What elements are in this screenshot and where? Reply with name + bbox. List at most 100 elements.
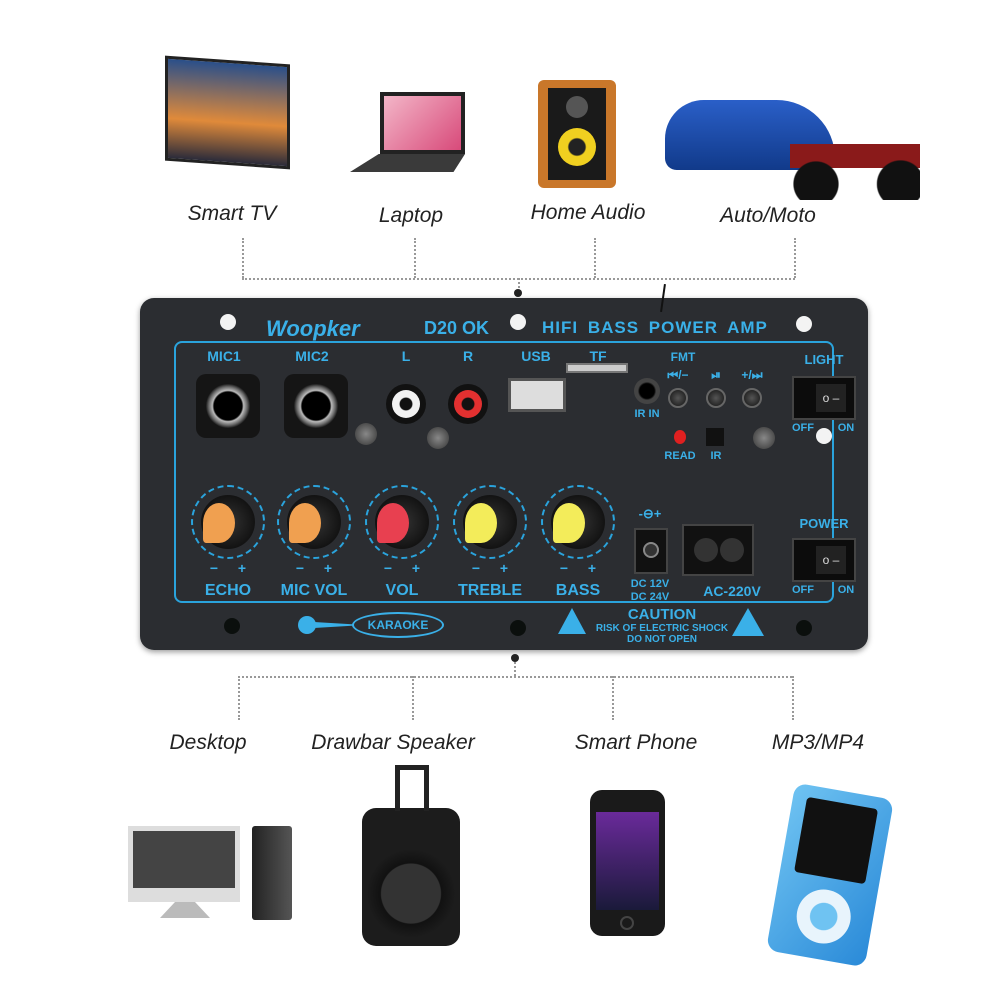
- connector-line: [792, 676, 794, 720]
- ac-power-socket[interactable]: [682, 524, 754, 576]
- echo-label: ECHO: [204, 582, 252, 599]
- label-laptop: Laptop: [378, 204, 444, 227]
- minus-label: −: [559, 560, 569, 576]
- plus-label: +: [323, 560, 333, 576]
- mic1-label: MIC1: [207, 348, 241, 364]
- treble-knob[interactable]: [453, 485, 527, 559]
- connector-line: [518, 278, 520, 292]
- connector-line: [612, 676, 614, 720]
- light-off-label: OFF: [792, 422, 814, 434]
- ir-label: IR: [710, 450, 722, 462]
- plus-label: +: [499, 560, 509, 576]
- warning-icon: [732, 608, 764, 636]
- label-drawbar-speaker: Drawbar Speaker: [311, 731, 475, 754]
- tf-label: TF: [589, 348, 607, 364]
- panel-title: HIFI BASS POWER AMP: [542, 318, 768, 337]
- connector-line: [414, 238, 416, 278]
- rca-left-jack[interactable]: [386, 384, 426, 424]
- vol-knob[interactable]: [365, 485, 439, 559]
- label-home-audio: Home Audio: [530, 201, 646, 224]
- connector-line: [794, 238, 796, 278]
- plus-label: +: [411, 560, 421, 576]
- prev-button[interactable]: [668, 388, 688, 408]
- connector-line-bottom: [238, 676, 792, 678]
- electric-warning-icon: [558, 608, 586, 634]
- vol-label: VOL: [385, 582, 419, 599]
- screw-icon: [355, 423, 377, 445]
- mic-vol-knob[interactable]: [277, 485, 351, 559]
- dc-24v-label: DC 24V: [630, 591, 670, 603]
- dc-polarity-icon: -⊖+: [638, 506, 662, 521]
- screw-icon: [427, 427, 449, 449]
- minus-label: −: [383, 560, 393, 576]
- read-label: READ: [664, 450, 696, 462]
- caution-line1: RISK OF ELECTRIC SHOCK: [595, 623, 729, 634]
- laptop-base: [350, 154, 465, 172]
- drawbar-speaker-image: [362, 808, 460, 946]
- dc-12v-label: DC 12V: [630, 578, 670, 590]
- usb-port[interactable]: [508, 378, 566, 412]
- panel-frame: [174, 341, 834, 603]
- label-auto-moto: Auto/Moto: [720, 204, 816, 227]
- amplifier-panel: Woopker D20 OK HIFI BASS POWER AMP MIC1 …: [140, 283, 868, 650]
- light-switch[interactable]: o –: [792, 376, 856, 420]
- caution-title: CAUTION: [627, 606, 697, 623]
- minus-label: −: [295, 560, 305, 576]
- smart-phone-image: [590, 790, 665, 936]
- ir-receiver: [706, 428, 724, 446]
- home-audio-speaker-image: [538, 80, 616, 188]
- microphone-icon: [298, 616, 316, 634]
- mic1-jack[interactable]: [196, 374, 260, 438]
- speaker-handle: [395, 765, 429, 811]
- l-label: L: [401, 348, 411, 364]
- desktop-stand: [160, 902, 210, 918]
- connector-line: [514, 662, 516, 676]
- treble-label: TREBLE: [458, 582, 522, 599]
- smart-tv-image: [165, 55, 290, 170]
- power-switch[interactable]: o –: [792, 538, 856, 582]
- power-on-label: ON: [837, 584, 855, 596]
- power-off-label: OFF: [792, 584, 814, 596]
- microphone-handle: [314, 622, 354, 628]
- ir-in-label: IR IN: [634, 408, 660, 420]
- connector-line: [594, 238, 596, 278]
- light-on-label: ON: [837, 422, 855, 434]
- fm-antenna-wire: [660, 283, 666, 313]
- dc-power-jack[interactable]: [634, 528, 668, 574]
- model-label: D20 OK: [424, 318, 490, 338]
- next-button-label: +/⏭: [741, 368, 763, 382]
- desktop-tower-image: [252, 826, 292, 920]
- bass-knob[interactable]: [541, 485, 615, 559]
- desktop-monitor-image: [128, 826, 240, 902]
- connector-dot: [514, 289, 522, 297]
- caution-line2: DO NOT OPEN: [626, 634, 698, 645]
- knob-cap: [203, 503, 235, 543]
- karaoke-badge: KARAOKE: [352, 612, 444, 638]
- power-label: POWER: [799, 516, 849, 531]
- ac-220v-label: AC-220V: [703, 583, 761, 599]
- motorcycle-image: [790, 120, 920, 200]
- mic2-jack[interactable]: [284, 374, 348, 438]
- echo-knob[interactable]: [191, 485, 265, 559]
- usb-label: USB: [521, 348, 551, 364]
- label-desktop: Desktop: [169, 731, 247, 754]
- play-pause-button-label: ⏯: [711, 368, 721, 382]
- rca-right-jack[interactable]: [448, 384, 488, 424]
- minus-label: −: [209, 560, 219, 576]
- read-led: [674, 430, 686, 444]
- plus-label: +: [237, 560, 247, 576]
- mic2-label: MIC2: [295, 348, 329, 364]
- label-mp3-mp4: MP3/MP4: [771, 731, 865, 754]
- tf-card-slot[interactable]: [566, 363, 628, 373]
- label-smart-tv: Smart TV: [187, 202, 277, 225]
- fm-label: FMT: [670, 350, 696, 364]
- brand-logo: Woopker: [266, 316, 360, 341]
- play-pause-button[interactable]: [706, 388, 726, 408]
- minus-label: −: [471, 560, 481, 576]
- connector-line: [238, 676, 240, 720]
- mic-vol-label: MIC VOL: [280, 582, 348, 599]
- bass-label: BASS: [555, 582, 601, 599]
- next-button[interactable]: [742, 388, 762, 408]
- ir-in-jack[interactable]: [634, 378, 660, 404]
- plus-label: +: [587, 560, 597, 576]
